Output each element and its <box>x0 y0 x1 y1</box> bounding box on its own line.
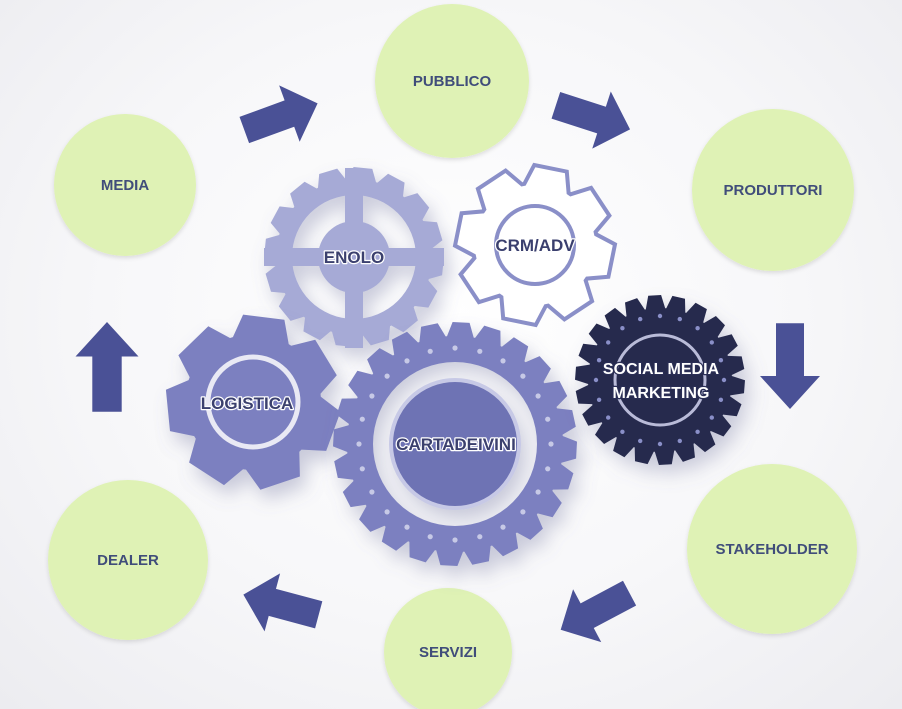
gear-bolt-dot <box>500 524 506 530</box>
gear-bolt-dot <box>452 537 458 543</box>
node-dealer: DEALER <box>48 480 208 640</box>
gear-social-media-marketing-dots <box>593 313 727 447</box>
node-servizi-label: SERVIZI <box>419 644 477 661</box>
node-pubblico: PUBBLICO <box>375 4 529 158</box>
arrow-pubblico-to-produttori <box>551 91 631 149</box>
node-servizi: SERVIZI <box>384 588 512 709</box>
gear-cartadeivini-hub <box>389 378 521 510</box>
gear-cartadeivini: CARTADEIVINI <box>333 322 577 566</box>
gear-bolt-dot <box>721 377 727 383</box>
node-pubblico-circle <box>375 4 529 158</box>
gear-bolt-dot <box>545 466 551 472</box>
gear-bolt-dot <box>427 348 433 354</box>
gear-social-media-marketing: SOCIAL MEDIA MARKETING <box>575 295 745 465</box>
node-stakeholder-label: STAKEHOLDER <box>715 541 828 558</box>
gear-cartadeivini-dots <box>356 345 554 543</box>
gear-bolt-dot <box>548 441 554 447</box>
gear-cartadeivini-label: CARTADEIVINI <box>396 435 516 454</box>
gear-bolt-dot <box>596 397 602 402</box>
gear-bolt-dot <box>593 377 599 383</box>
gear-bolt-dot <box>620 326 625 331</box>
gear-bolt-dot <box>477 348 483 354</box>
gear-bolt-dot <box>427 534 433 540</box>
arrow-servizi-to-dealer <box>243 573 323 632</box>
node-dealer-label: DEALER <box>97 552 159 569</box>
gear-bolt-dot <box>356 441 362 447</box>
node-produttori-circle <box>692 109 854 271</box>
gear-bolt-dot <box>709 415 714 420</box>
gear-bolt-dot <box>369 489 375 495</box>
gear-enolo: ENOLO <box>264 167 444 348</box>
node-dealer-circle <box>48 480 208 640</box>
gear-bolt-dot <box>657 441 663 447</box>
gear-bolt-dot <box>638 438 643 444</box>
gear-bolt-dot <box>718 397 724 402</box>
node-media-label: MEDIA <box>101 177 150 194</box>
gear-bolt-dot <box>359 466 365 472</box>
gear-enolo-body <box>264 167 444 347</box>
gear-social-media-marketing-label-1: SOCIAL MEDIA <box>603 361 720 378</box>
gear-social-media-marketing-body <box>575 295 745 465</box>
gear-crm-adv-label: CRM/ADV <box>495 236 575 255</box>
arrow-produttori-to-stakeholder <box>760 323 820 410</box>
node-produttori-label: PRODUTTORI <box>724 182 823 199</box>
gear-bolt-dot <box>677 316 682 322</box>
gear-bolt-dot <box>500 358 506 364</box>
gear-enolo-label: ENOLO <box>324 248 384 267</box>
node-stakeholder-circle <box>687 464 857 634</box>
gear-bolt-dot <box>657 313 663 319</box>
gear-bolt-dot <box>535 393 541 399</box>
gear-social-media-marketing-ring <box>613 333 707 427</box>
gear-bolt-dot <box>545 416 551 422</box>
gear-bolt-dot <box>695 429 700 434</box>
node-media-circle <box>54 114 196 256</box>
gear-logistica-ring <box>205 354 301 450</box>
gear-bolt-dot <box>606 340 611 345</box>
arrow-stakeholder-to-servizi <box>560 580 637 643</box>
node-stakeholder: STAKEHOLDER <box>687 464 857 634</box>
gear-enolo-hub <box>318 221 390 293</box>
gear-bolt-dot <box>404 524 410 530</box>
gear-bolt-dot <box>638 316 643 322</box>
gear-bolt-dot <box>404 358 410 364</box>
gear-bolt-dot <box>606 415 611 420</box>
gear-bolt-dot <box>718 358 724 363</box>
gear-bolt-dot <box>384 509 390 515</box>
gear-bolt-dot <box>520 373 526 379</box>
gear-crm-adv-ring <box>494 204 576 286</box>
node-produttori: PRODUTTORI <box>692 109 854 271</box>
arrow-media-to-pubblico <box>239 85 318 144</box>
gear-bolt-dot <box>695 326 700 331</box>
gear-bolt-dot <box>452 345 458 351</box>
gear-crm-adv-body <box>452 162 618 328</box>
gear-bolt-dot <box>369 393 375 399</box>
gear-bolt-dot <box>477 534 483 540</box>
gear-crm-adv: CRM/ADV <box>452 162 618 328</box>
gear-cartadeivini-body <box>333 322 577 566</box>
gear-bolt-dot <box>677 438 682 444</box>
gear-logistica-body <box>165 314 341 490</box>
gear-logistica: LOGISTICA <box>165 314 341 490</box>
gear-logistica-label: LOGISTICA <box>201 394 294 413</box>
node-servizi-circle <box>384 588 512 709</box>
gear-bolt-dot <box>620 429 625 434</box>
arrow-dealer-to-media <box>75 322 139 412</box>
node-pubblico-label: PUBBLICO <box>413 73 492 90</box>
gear-bolt-dot <box>709 340 714 345</box>
gear-bolt-dot <box>520 509 526 515</box>
gear-bolt-dot <box>384 373 390 379</box>
gear-bolt-dot <box>359 416 365 422</box>
node-media: MEDIA <box>54 114 196 256</box>
gear-social-media-marketing-label-2: MARKETING <box>613 385 710 402</box>
gear-bolt-dot <box>535 489 541 495</box>
gear-bolt-dot <box>596 358 602 363</box>
